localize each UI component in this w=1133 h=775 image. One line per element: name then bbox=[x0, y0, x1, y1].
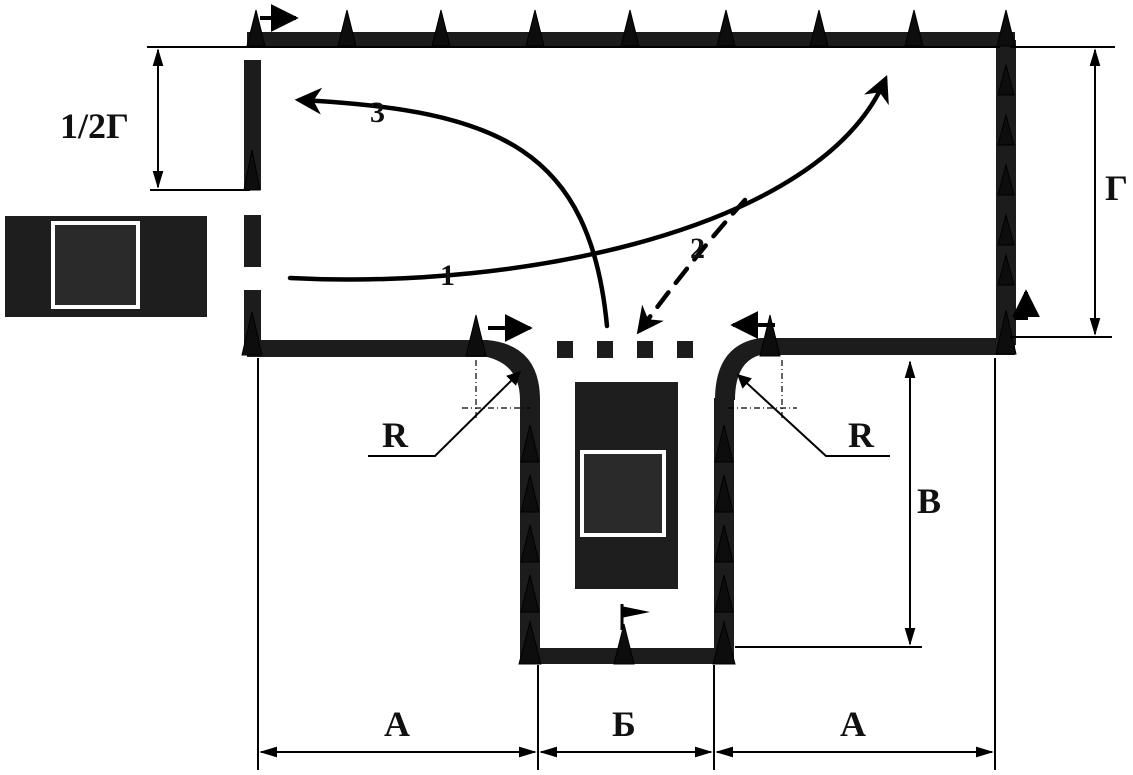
route-3-label: 3 bbox=[370, 96, 385, 129]
right-corner-arc bbox=[715, 338, 760, 400]
bottom-wall-left bbox=[247, 340, 487, 357]
half-gamma-label: 1/2Г bbox=[60, 106, 129, 146]
route-2-path bbox=[636, 197, 748, 335]
cone-icon bbox=[520, 474, 540, 513]
car-window bbox=[580, 450, 666, 537]
routes bbox=[287, 75, 889, 335]
direction-markers bbox=[260, 4, 1040, 630]
cone-icon bbox=[997, 253, 1015, 286]
cone-icon bbox=[714, 424, 734, 463]
r-left-leader bbox=[368, 371, 521, 457]
cone-icon bbox=[716, 9, 736, 47]
route-3-path bbox=[294, 87, 610, 329]
bottom-wall-right bbox=[760, 338, 1015, 355]
cone-icon bbox=[995, 309, 1017, 355]
left-wall-segment bbox=[244, 60, 261, 190]
route-1-path bbox=[287, 75, 889, 282]
cone-icon bbox=[759, 314, 781, 357]
cone-icon bbox=[520, 574, 540, 613]
cone-icon bbox=[997, 63, 1015, 96]
cone-icon bbox=[465, 314, 487, 357]
r-left-label: R bbox=[382, 415, 409, 455]
r-right-leader bbox=[736, 374, 890, 457]
a-right-label: А bbox=[840, 704, 866, 744]
cone-icon bbox=[712, 620, 736, 665]
cone-icon bbox=[525, 9, 545, 47]
cone-icon bbox=[997, 163, 1015, 196]
gamma-label: Г bbox=[1105, 168, 1128, 208]
a-left-label: А bbox=[384, 704, 410, 744]
cone-icon bbox=[337, 9, 357, 47]
cone-icon bbox=[904, 9, 924, 47]
cone-icon bbox=[520, 424, 540, 463]
cone-icon bbox=[714, 474, 734, 513]
cone-icon bbox=[809, 9, 829, 47]
arrow-icon bbox=[1012, 289, 1040, 320]
cone-icon bbox=[520, 524, 540, 563]
cone-icon bbox=[243, 149, 261, 191]
car-garage bbox=[575, 382, 678, 589]
flag-icon bbox=[621, 606, 650, 618]
cone-icon bbox=[431, 9, 451, 47]
car-window bbox=[51, 221, 140, 309]
cones bbox=[241, 9, 1017, 665]
b-label: Б bbox=[612, 704, 636, 744]
gate-dot bbox=[597, 341, 613, 358]
cone-icon bbox=[613, 623, 635, 665]
route-1-label: 1 bbox=[440, 259, 455, 292]
gate-dot bbox=[557, 341, 573, 358]
left-wall-segment bbox=[244, 215, 261, 267]
cone-icon bbox=[997, 113, 1015, 146]
gate-dot bbox=[677, 341, 693, 358]
cone-icon bbox=[714, 574, 734, 613]
cone-icon bbox=[241, 311, 263, 356]
route-2-label: 2 bbox=[690, 232, 705, 265]
cone-icon bbox=[996, 9, 1016, 47]
cone-icon bbox=[997, 213, 1015, 246]
r-right-label: R bbox=[848, 415, 875, 455]
car-left bbox=[5, 216, 207, 317]
v-label: В bbox=[917, 481, 941, 521]
cone-icon bbox=[246, 9, 266, 47]
gate-dot bbox=[637, 341, 653, 358]
cone-icon bbox=[620, 9, 640, 47]
cone-icon bbox=[714, 524, 734, 563]
left-corner-arc bbox=[487, 340, 540, 400]
dimension-lines bbox=[147, 46, 1115, 770]
cone-icon bbox=[518, 620, 542, 665]
